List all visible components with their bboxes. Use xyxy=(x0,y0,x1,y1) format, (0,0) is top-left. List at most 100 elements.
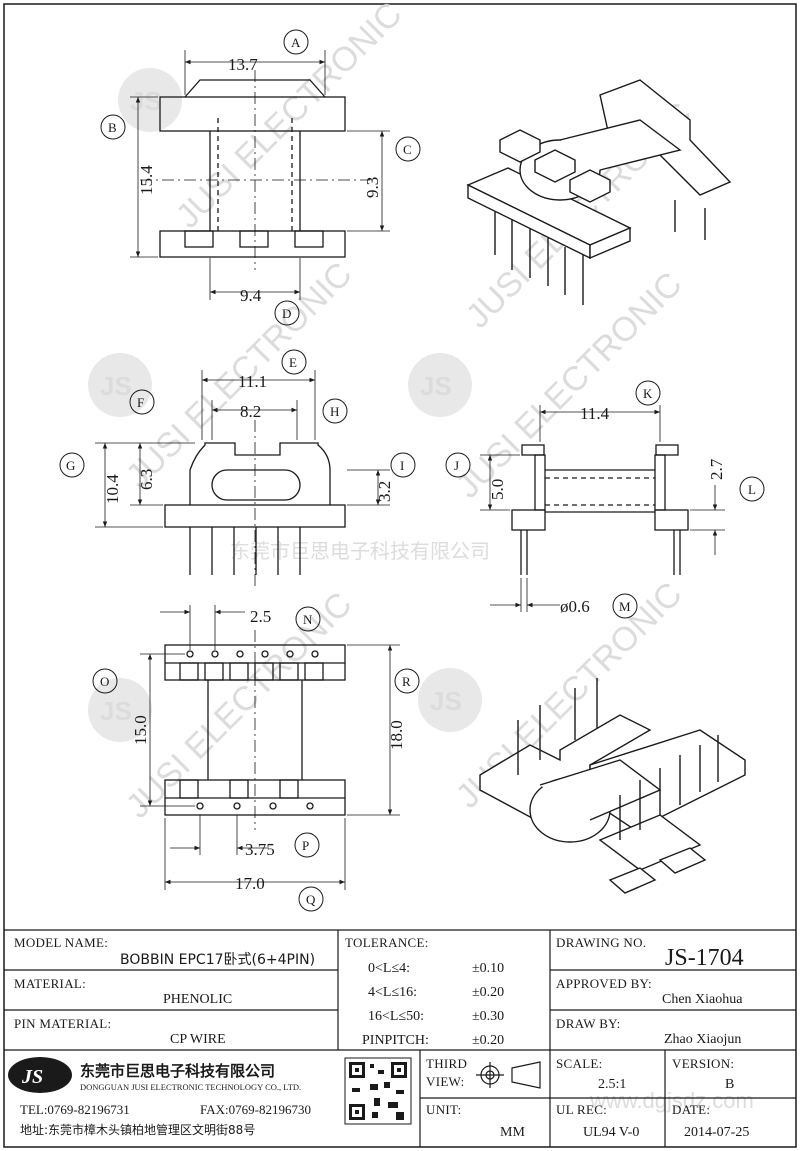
svg-text:JS: JS xyxy=(420,371,452,401)
label-Q: Q xyxy=(306,892,316,907)
svg-text:JS: JS xyxy=(100,371,132,401)
material-value: PHENOLIC xyxy=(163,992,232,1007)
label-circles-front xyxy=(59,349,416,478)
dim-bottom-pitch: 2.5 xyxy=(250,607,271,626)
svg-text:JS: JS xyxy=(430,686,462,716)
dim-front-h1: 10.4 xyxy=(103,474,122,504)
side-view xyxy=(480,405,725,612)
scale-value: 2.5:1 xyxy=(598,1077,626,1092)
third-angle-projection-icon xyxy=(476,1061,541,1089)
date-label: DATE: xyxy=(672,1102,710,1117)
approved-by-label: APPROVED BY: xyxy=(556,976,652,991)
dim-top-width: 13.7 xyxy=(228,55,258,74)
svg-text:JS: JS xyxy=(100,696,132,726)
draw-by-value: Zhao Xiaojun xyxy=(664,1032,741,1047)
label-circles-bottom xyxy=(92,606,420,912)
label-J: J xyxy=(454,458,459,473)
dim-side-h1: 5.0 xyxy=(488,479,507,500)
tolerance-range-2: 4<L≤16: xyxy=(368,985,417,1000)
dim-front-w1: 11.1 xyxy=(238,372,267,391)
version-label: VERSION: xyxy=(672,1056,734,1071)
svg-text:JUSI ELECTRONIC: JUSI ELECTRONIC xyxy=(169,0,410,236)
label-circles-side xyxy=(445,380,765,619)
label-P: P xyxy=(302,838,309,853)
tolerance-value-1: ±0.10 xyxy=(472,961,504,976)
drawing-no-value: JS-1704 xyxy=(665,945,744,971)
tolerance-value-2: ±0.20 xyxy=(472,985,504,1000)
label-L: L xyxy=(748,482,756,497)
svg-text:JUSI ELECTRONIC: JUSI ELECTRONIC xyxy=(119,585,360,826)
dim-bottom-h1: 15.0 xyxy=(131,715,150,745)
dim-top-base: 9.4 xyxy=(240,286,262,305)
pin-material-value: CP WIRE xyxy=(170,1032,226,1047)
watermark-company-overlay: 东莞市巨思电子科技有限公司 xyxy=(230,539,490,563)
front-view xyxy=(95,370,390,590)
qr-code-icon xyxy=(344,1057,412,1125)
model-name-value: BOBBIN EPC17卧式(6+4PIN) xyxy=(120,952,315,968)
company-name-cn: 东莞市巨思电子科技有限公司 xyxy=(80,1062,275,1080)
label-N: N xyxy=(303,612,313,627)
version-value: B xyxy=(725,1077,734,1092)
label-C: C xyxy=(403,142,412,157)
label-E: E xyxy=(289,355,297,370)
scale-label: SCALE: xyxy=(556,1056,603,1071)
top-view xyxy=(130,50,390,300)
company-fax: FAX:0769-82196730 xyxy=(200,1102,311,1117)
label-H: H xyxy=(330,404,339,419)
tolerance-value-3: ±0.30 xyxy=(472,1009,504,1024)
material-label: MATERIAL: xyxy=(14,976,86,991)
dim-top-height: 15.4 xyxy=(137,165,156,195)
iso-view-top xyxy=(466,79,732,305)
dim-side-h2: 2.7 xyxy=(707,458,726,480)
third-view-label-2: VIEW: xyxy=(426,1074,465,1089)
approved-by-value: Chen Xiaohua xyxy=(662,992,743,1007)
dim-bottom-w2: 17.0 xyxy=(235,874,265,893)
company-address: 地址:东莞市樟木头镇柏地管理区文明街88号 xyxy=(20,1122,255,1137)
dim-side-pin: ø0.6 xyxy=(560,597,590,616)
company-name-en: DONGGUAN JUSI ELECTRONIC TECHNOLOGY CO.,… xyxy=(80,1082,301,1092)
ul-rec-value: UL94 V-0 xyxy=(583,1125,639,1140)
draw-by-label: DRAW BY: xyxy=(556,1016,621,1031)
label-R: R xyxy=(402,674,411,689)
iso-view-bottom xyxy=(479,678,746,894)
dim-front-h2: 6.3 xyxy=(137,469,156,490)
drawing-no-label: DRAWING NO. xyxy=(556,935,646,950)
tolerance-label: TOLERANCE: xyxy=(345,935,429,950)
label-G: G xyxy=(66,458,75,473)
third-view-label-1: THIRD xyxy=(426,1056,467,1071)
label-F: F xyxy=(137,395,144,410)
watermark-logo-4: JS JUSI ELECTRONIC xyxy=(88,585,359,826)
svg-text:JS: JS xyxy=(21,1066,43,1088)
company-tel: TEL:0769-82196731 xyxy=(20,1102,130,1117)
tolerance-range-3: 16<L≤50: xyxy=(368,1009,424,1024)
dim-top-inner: 9.3 xyxy=(363,177,382,198)
label-A: A xyxy=(291,35,301,50)
dim-side-width: 11.4 xyxy=(580,404,610,423)
model-name-label: MODEL NAME: xyxy=(14,935,108,950)
sheet-border xyxy=(3,3,797,1148)
tolerance-range-1: 0<L≤4: xyxy=(368,961,410,976)
label-B: B xyxy=(108,120,117,135)
watermark-logo-3: JS JUSI ELECTRONIC xyxy=(88,255,359,496)
dim-front-w2: 8.2 xyxy=(240,402,261,421)
unit-value: MM xyxy=(500,1125,525,1140)
dim-front-h3: 3.2 xyxy=(375,481,394,502)
watermark-url: www.dgjsdz.com xyxy=(589,1088,754,1113)
label-O: O xyxy=(100,674,109,689)
watermark-logo-1: JS JUSI ELECTRONIC xyxy=(118,0,409,236)
tolerance-value-4: ±0.20 xyxy=(472,1033,504,1048)
pin-material-label: PIN MATERIAL: xyxy=(14,1016,111,1031)
dim-bottom-h2: 18.0 xyxy=(387,720,406,750)
title-block-grid xyxy=(4,929,796,1147)
svg-text:JS: JS xyxy=(130,86,162,116)
label-circles-top xyxy=(100,29,421,326)
tolerance-range-4: PINPITCH: xyxy=(362,1033,429,1048)
dim-bottom-w1: 3.75 xyxy=(245,840,275,859)
label-D: D xyxy=(282,306,291,321)
unit-label: UNIT: xyxy=(426,1102,462,1117)
company-logo: JS xyxy=(8,1057,72,1093)
date-value: 2014-07-25 xyxy=(684,1125,749,1140)
label-I: I xyxy=(400,458,404,473)
label-K: K xyxy=(643,386,653,401)
